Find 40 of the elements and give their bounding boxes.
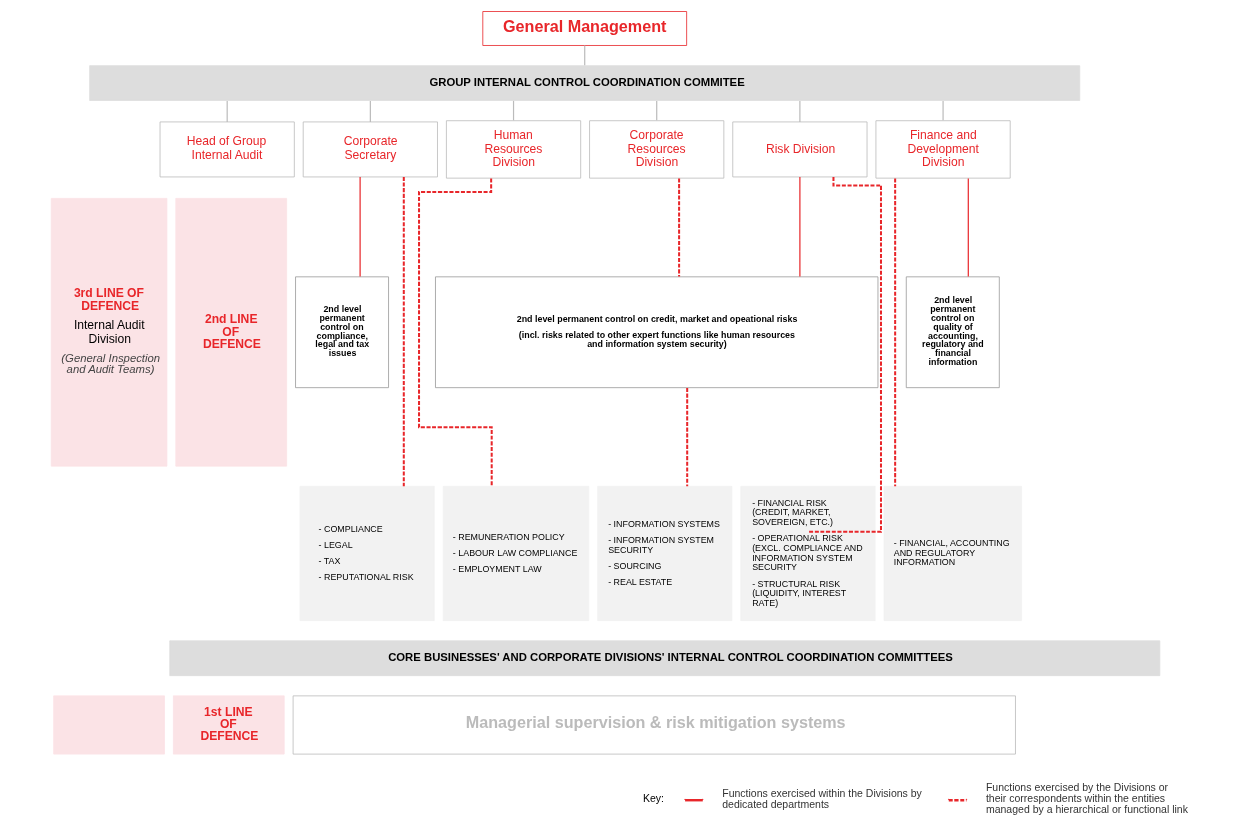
node-box: General Management [481, 11, 687, 46]
node-box: 2nd level permanent control on credit, market and opeational risks (incl. risks related to other expert functions like human resources and information system security) [434, 276, 878, 389]
node-box: - COMPLIANCE - LEGAL - TAX - REPUTATIONAL RISK [299, 485, 435, 622]
node-box: GROUP INTERNAL CONTROL COORDINATION COMMITEE [88, 65, 1080, 101]
node-box: 2nd LINE OF DEFENCE [174, 197, 287, 467]
node-box: 1st LINE OF DEFENCE [172, 695, 285, 755]
connector [583, 44, 585, 66]
node-box: - FINANCIAL, ACCOUNTING AND REGULATORY INFORMATION [883, 485, 1022, 622]
connector [359, 176, 361, 278]
node-box: Managerial supervision & risk mitigation systems [292, 695, 1016, 755]
node-box: CORE BUSINESSES' AND CORPORATE DIVISIONS' INTERNAL CONTROL COORDINATION COMMITTEES [168, 640, 1160, 677]
connector [512, 100, 514, 121]
connector [807, 176, 882, 533]
connector [655, 100, 657, 121]
connector [798, 100, 800, 123]
connector [798, 176, 800, 278]
connector [226, 100, 228, 123]
node-box: Human Resources Division [445, 120, 581, 179]
connector [967, 177, 969, 278]
label: Key: [642, 792, 664, 805]
node-box: Corporate Resources Division [588, 120, 724, 179]
node-box: - FINANCIAL RISK (CREDIT, MARKET, SOVEREIGN, ETC.) - OPERATIONAL RISK (EXCL. COMPLIANCE AND INFORMATION SYSTEM SECURITY - STRUCTURAL RISK (LIQUIDITY, INTEREST RATE) [739, 485, 876, 622]
node-box: 3rd LINE OF DEFENCE Internal Audit Division (General Inspection and Audit Teams) [50, 197, 167, 467]
node-box: 2nd level permanent control on compliance, legal and tax issues [294, 276, 389, 389]
node-box [52, 695, 165, 755]
node-box: Risk Division [731, 121, 867, 178]
connector [685, 388, 688, 487]
node-box: Finance and Development Division [875, 120, 1011, 179]
connector [941, 100, 944, 121]
legend-label: Functions exercised by the Divisions or their correspondents within the entities managed by a hierarchical or functional link [985, 780, 1188, 816]
connector [369, 100, 371, 123]
connector [893, 178, 896, 487]
node-box: Head of Group Internal Audit [159, 121, 295, 178]
connector [402, 176, 405, 487]
node-box: - REMUNERATION POLICY - LABOUR LAW COMPLIANCE - EMPLOYMENT LAW [442, 485, 589, 622]
node-box: 2nd level permanent control on quality of accounting, regulatory and financial information [905, 276, 1000, 389]
node-box: - INFORMATION SYSTEMS - INFORMATION SYSTEM SECURITY - SOURCING - REAL ESTATE [596, 485, 732, 622]
legend-label: Functions exercised within the Divisions by dedicated departments [721, 786, 922, 810]
connector [677, 178, 680, 277]
node-box: Corporate Secretary [302, 121, 438, 178]
